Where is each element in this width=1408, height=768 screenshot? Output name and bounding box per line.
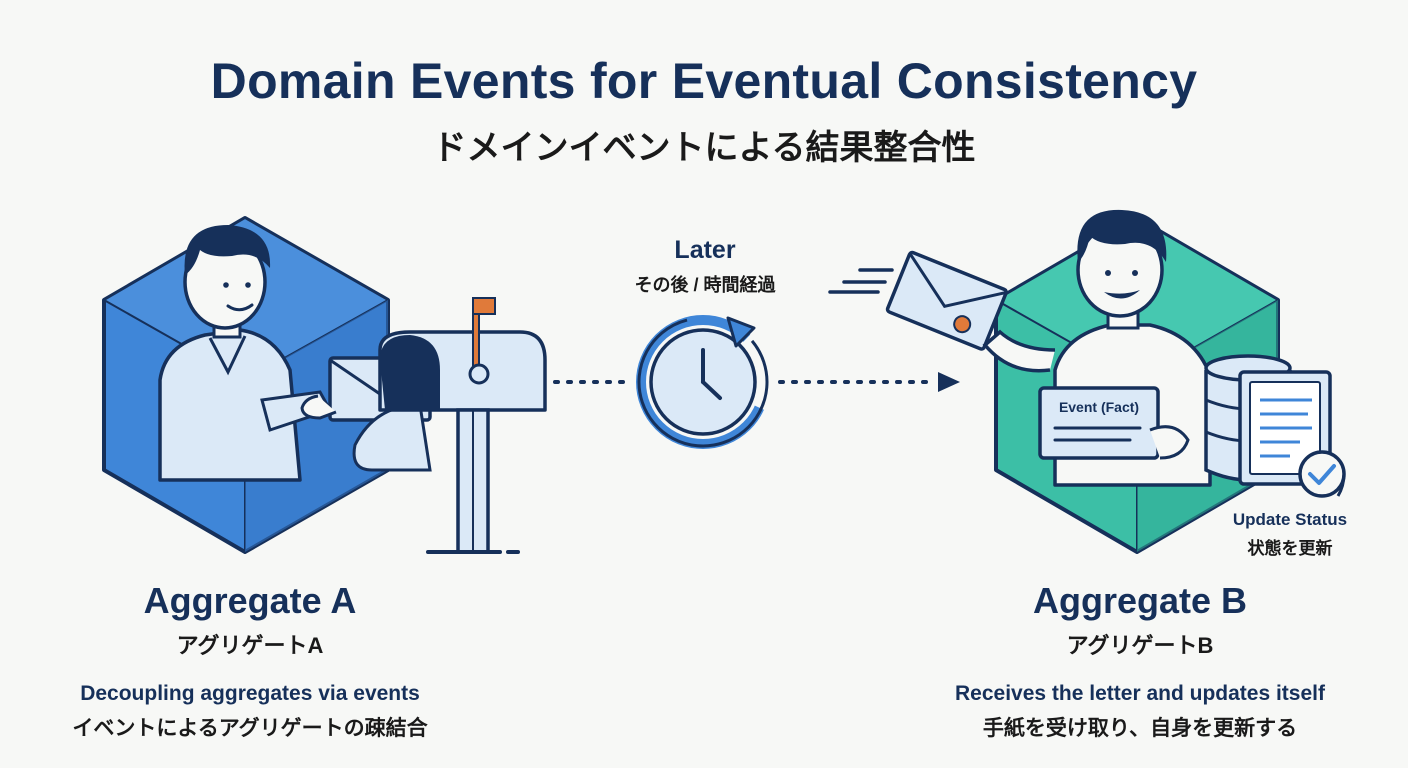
event-card: Event (Fact) (1038, 386, 1190, 460)
update-status-label: Update Status (1232, 510, 1348, 529)
document-icon (1238, 370, 1332, 486)
later-label: Later (674, 236, 736, 264)
later-label-jp: その後 / 時間経過 (634, 275, 776, 295)
update-status-label-jp: 状態を更新 (1247, 539, 1333, 558)
aggregate-b-desc: Receives the letter and updates itself (955, 682, 1325, 705)
aggregate-b-desc-jp: 手紙を受け取り、自身を更新する (982, 717, 1298, 740)
clock-icon (636, 315, 774, 449)
later-label-group: Later その後 / 時間経過 (600, 236, 810, 297)
check-circle-icon (1298, 450, 1346, 498)
aggregate-a-desc: Decoupling aggregates via events (80, 682, 420, 705)
aggregate-b-name: Aggregate B (1032, 580, 1248, 621)
diagram-subtitle: ドメインイベントによる結果整合性 (432, 129, 976, 167)
dotted-connector-right (778, 372, 960, 392)
mailbox-icon (352, 297, 547, 554)
envelope-b-icon (885, 250, 1008, 351)
event-card-label: Event (Fact) (1059, 399, 1139, 415)
aggregate-b-name-jp: アグリゲートB (1066, 633, 1214, 658)
person-a-icon (158, 225, 333, 482)
update-status-group: Update Status 状態を更新 (1205, 510, 1375, 559)
aggregate-b-caption: Aggregate B アグリゲートB Receives the letter … (930, 580, 1350, 742)
aggregate-a-caption: Aggregate A アグリゲートA Decoupling aggregate… (40, 580, 460, 742)
aggregate-a-desc-jp: イベントによるアグリゲートの疎結合 (72, 717, 428, 740)
diagram-title: Domain Events for Eventual Consistency (210, 53, 1198, 109)
aggregate-a-name: Aggregate A (143, 580, 357, 621)
aggregate-a-name-jp: アグリゲートA (176, 633, 324, 658)
speed-lines (828, 268, 894, 294)
